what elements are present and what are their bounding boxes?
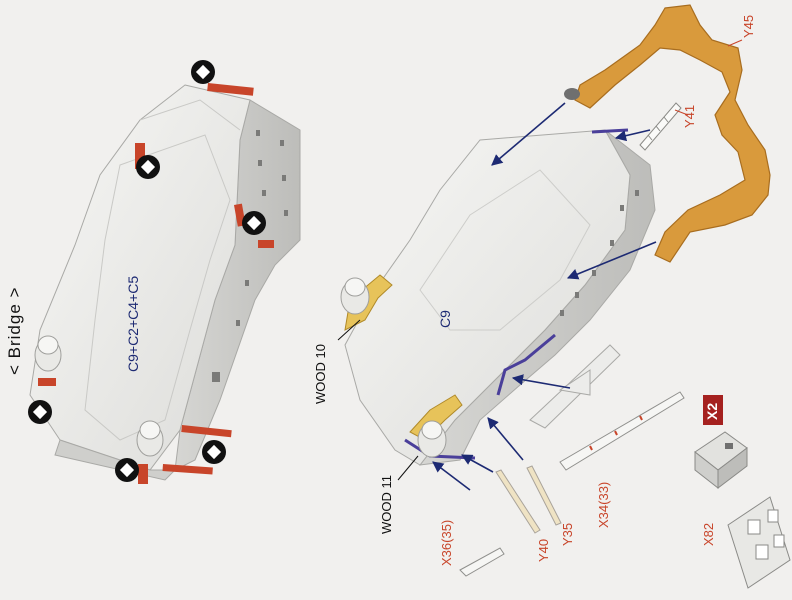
y40-part-label: Y40 (536, 538, 551, 562)
bridge-cylinder-stack (34, 335, 164, 457)
c9-cylinder-stack (340, 277, 447, 458)
x36-part-label: X36(35) (439, 519, 454, 566)
y45-wood-frame (574, 4, 771, 263)
y35-rod-part (526, 465, 562, 526)
assembled-bridge-model (29, 83, 301, 484)
y45-part-label: Y45 (741, 14, 756, 38)
x36-railing-part (459, 547, 505, 577)
glue-marker-icon (115, 458, 139, 482)
part-leader-lines (674, 39, 743, 116)
assembly-label: C9+C2+C4+C5 (125, 275, 141, 372)
x34-railing-part (559, 391, 685, 471)
glue-marker-icon (28, 400, 52, 424)
y41-part-label: Y41 (682, 104, 697, 128)
diagram-title: < Bridge > (5, 286, 24, 375)
c9-window-row (560, 190, 639, 316)
glue-marker-icon (202, 440, 226, 464)
c9-body-label: C9 (437, 310, 453, 328)
glue-marker-icon (136, 155, 160, 179)
red-part-markings (38, 83, 274, 484)
multiplier-badge: X2 (704, 402, 720, 420)
x34-part-label: X34(33) (596, 481, 611, 528)
bridge-window-row (212, 130, 288, 382)
glue-marker-icon-group-left (28, 60, 266, 482)
y40-rod-part (495, 469, 541, 534)
wood-10-label: WOOD 10 (313, 344, 328, 404)
y41-ladder-part (639, 102, 682, 151)
glue-marker-icon (191, 60, 215, 84)
x2-cabin-part (694, 431, 748, 490)
y35-part-label: Y35 (560, 522, 575, 546)
multiplier-badge-bg (703, 395, 723, 425)
glue-marker-icon (242, 211, 266, 235)
x82-part-label: X82 (701, 522, 716, 546)
assembly-arrows (432, 102, 657, 491)
x82-window-panel (727, 496, 791, 589)
label-leader-lines (337, 319, 419, 481)
y45-mount-cap (564, 88, 580, 100)
wood-11-label: WOOD 11 (379, 475, 394, 534)
bracket-part (529, 344, 621, 429)
